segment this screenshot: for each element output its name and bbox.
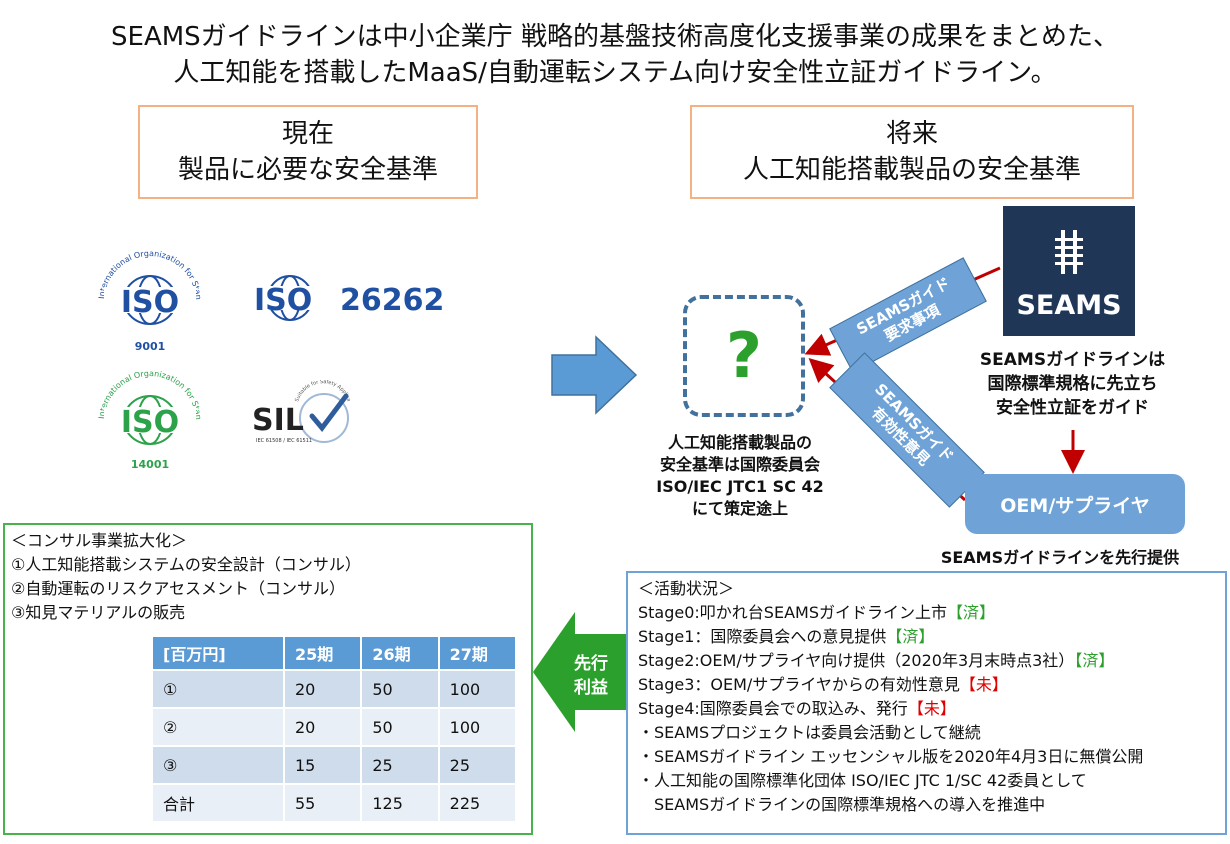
ai-caption-line: 人工知能搭載製品の bbox=[667, 433, 812, 452]
table-header-cell: 26期 bbox=[360, 635, 440, 671]
future-label: 将来 bbox=[885, 119, 938, 149]
stage-text: Stage4:国際委員会での取込み、発行 bbox=[638, 699, 908, 718]
profit-table: [百万円] 25期 26期 27期 ① 20 50 100 ② 20 50 10… bbox=[151, 635, 518, 823]
svg-text:ISO: ISO bbox=[121, 405, 179, 440]
transition-arrow-icon bbox=[551, 335, 638, 415]
table-cell: 25 bbox=[437, 745, 518, 785]
table-cell: 100 bbox=[437, 707, 518, 747]
stage-item: Stage1：国際委員会への意見提供【済】 bbox=[638, 625, 934, 649]
table-cell: 20 bbox=[282, 669, 363, 709]
stage-text: Stage0:叩かれ台SEAMSガイドライン上市 bbox=[638, 603, 947, 622]
question-mark-icon: ? bbox=[726, 319, 762, 392]
ai-standards-caption: 人工知能搭載製品の 安全基準は国際委員会 ISO/IEC JTC1 SC 42 … bbox=[605, 432, 875, 520]
svg-text:14001: 14001 bbox=[131, 458, 169, 471]
activity-status-panel: ＜活動状況＞ Stage0:叩かれ台SEAMSガイドライン上市【済】 Stage… bbox=[626, 571, 1227, 835]
stage-status-pending: 【未】 bbox=[907, 699, 956, 718]
table-cell: 20 bbox=[282, 707, 363, 747]
activity-note: ・SEAMSガイドライン エッセンシャル版を2020年4月3日に無償公開 bbox=[638, 747, 1144, 766]
consulting-title: ＜コンサル事業拡大化＞ bbox=[11, 531, 188, 550]
table-cell: ③ bbox=[151, 745, 285, 785]
ai-caption-line: ISO/IEC JTC1 SC 42 bbox=[656, 477, 824, 496]
stage-status-pending: 【未】 bbox=[959, 675, 1008, 694]
current-description: 製品に必要な安全基準 bbox=[177, 155, 438, 185]
profit-arrow-line: 先行 bbox=[574, 654, 608, 674]
svg-text:ISO: ISO bbox=[121, 285, 179, 320]
table-cell: 15 bbox=[282, 745, 363, 785]
activity-note: ・SEAMSプロジェクトは委員会活動として継続 bbox=[638, 723, 981, 742]
seams-caption: SEAMSガイドラインは 国際標準規格に先立ち 安全性立証をガイド bbox=[955, 348, 1190, 420]
table-header-cell: 27期 bbox=[437, 635, 518, 671]
stage-item: Stage4:国際委員会での取込み、発行【未】 bbox=[638, 697, 956, 721]
stage-text: Stage2:OEM/サプライヤ向け提供（2020年3月末時点3社） bbox=[638, 651, 1075, 670]
stage-item: Stage2:OEM/サプライヤ向け提供（2020年3月末時点3社）【済】 bbox=[638, 649, 1114, 673]
seams-logo-text: SEAMS bbox=[1016, 290, 1122, 321]
future-description: 人工知能搭載製品の安全基準 bbox=[742, 155, 1081, 185]
seams-caption-line: 国際標準規格に先立ち bbox=[987, 374, 1158, 394]
ai-caption-line: にて策定途上 bbox=[691, 499, 788, 518]
seams-caption-line: SEAMSガイドラインは bbox=[979, 350, 1166, 370]
stage-item: Stage3：OEM/サプライヤからの有効性意見【未】 bbox=[638, 673, 1008, 697]
table-header-cell: [百万円] bbox=[151, 635, 285, 671]
svg-text:26262: 26262 bbox=[340, 283, 444, 318]
table-cell: 225 bbox=[437, 783, 518, 823]
ai-caption-line: 安全基準は国際委員会 bbox=[659, 455, 820, 474]
table-cell: 125 bbox=[360, 783, 440, 823]
table-cell: 25 bbox=[360, 745, 440, 785]
undefined-standard-box: ? bbox=[683, 295, 805, 417]
table-cell: 100 bbox=[437, 669, 518, 709]
stage-status-done: 【済】 bbox=[1074, 651, 1115, 670]
header-line-2: 人工知能を搭載したMaaS/自動運転システム向け安全性立証ガイドライン。 bbox=[173, 58, 1057, 88]
svg-text:SIL: SIL bbox=[252, 403, 304, 438]
activity-title: ＜活動状況＞ bbox=[638, 579, 735, 598]
table-row: 合計 55 125 225 bbox=[151, 783, 518, 823]
consulting-item: ①人工知能搭載システムの安全設計（コンサル） bbox=[11, 555, 361, 574]
iso-26262-logo-icon: ISO 26262 bbox=[252, 275, 444, 321]
seams-emblem-icon bbox=[1055, 230, 1083, 274]
table-row: ③ 15 25 25 bbox=[151, 745, 518, 785]
header-line-1: SEAMSガイドラインは中小企業庁 戦略的基盤技術高度化支援事業の成果をまとめた… bbox=[111, 22, 1119, 52]
iso-14001-logo-icon: International Organization for Standardi… bbox=[90, 360, 203, 471]
table-row: ① 20 50 100 bbox=[151, 669, 518, 709]
stage-text: Stage1：国際委員会への意見提供 bbox=[638, 627, 887, 646]
oem-caption: SEAMSガイドラインを先行提供 bbox=[940, 548, 1180, 567]
stage-status-done: 【済】 bbox=[886, 627, 935, 646]
table-cell: 合計 bbox=[151, 783, 285, 823]
consulting-expansion-panel: ＜コンサル事業拡大化＞ ①人工知能搭載システムの安全設計（コンサル） ②自動運転… bbox=[3, 523, 533, 835]
stage-text: Stage3：OEM/サプライヤからの有効性意見 bbox=[638, 675, 960, 694]
table-header-row: [百万円] 25期 26期 27期 bbox=[151, 635, 518, 671]
seams-logo: SEAMS bbox=[1003, 206, 1135, 336]
stage-status-done: 【済】 bbox=[946, 603, 995, 622]
iso-9001-logo-icon: International Organization for Standardi… bbox=[90, 238, 203, 353]
activity-note: ・人工知能の国際標準化団体 ISO/IEC JTC 1/SC 42委員として bbox=[638, 771, 1087, 790]
table-header-cell: 25期 bbox=[282, 635, 363, 671]
future-standards-box: 将来 人工知能搭載製品の安全基準 bbox=[690, 105, 1134, 199]
table-cell: ② bbox=[151, 707, 285, 747]
activity-note: SEAMSガイドラインの国際標準規格への導入を推進中 bbox=[638, 795, 1046, 814]
svg-text:ISO: ISO bbox=[254, 283, 312, 318]
svg-text:9001: 9001 bbox=[135, 340, 166, 353]
table-cell: 50 bbox=[360, 707, 440, 747]
current-standards-box: 現在 製品に必要な安全基準 bbox=[138, 105, 478, 199]
table-cell: ① bbox=[151, 669, 285, 709]
stage-item: Stage0:叩かれ台SEAMSガイドライン上市【済】 bbox=[638, 601, 995, 625]
profit-arrow-label: 先行 利益 bbox=[560, 652, 622, 700]
current-label: 現在 bbox=[281, 119, 334, 149]
table-cell: 55 bbox=[282, 783, 363, 823]
table-cell: 50 bbox=[360, 669, 440, 709]
seams-caption-line: 安全性立証をガイド bbox=[996, 398, 1149, 418]
consulting-item: ③知見マテリアルの販売 bbox=[11, 603, 186, 622]
sil-logo-icon: Suitable for Safety Applications SIL IEC… bbox=[250, 380, 352, 444]
profit-arrow-icon bbox=[533, 612, 629, 732]
oem-supplier-box: OEM/サプライヤ bbox=[965, 474, 1185, 534]
profit-arrow-line: 利益 bbox=[574, 678, 608, 698]
consulting-item: ②自動運転のリスクアセスメント（コンサル） bbox=[11, 579, 346, 598]
svg-text:IEC 61508 / IEC 61511: IEC 61508 / IEC 61511 bbox=[256, 438, 312, 444]
table-row: ② 20 50 100 bbox=[151, 707, 518, 747]
